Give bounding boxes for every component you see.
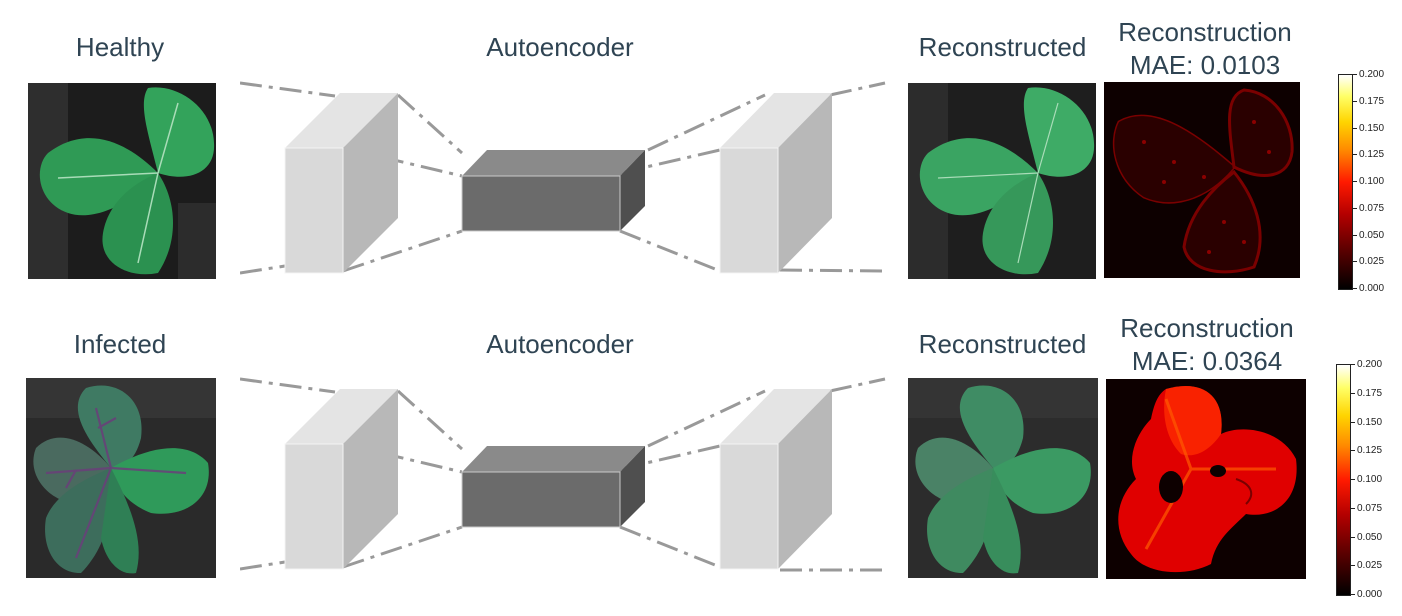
reconstructed-infected-image xyxy=(908,378,1098,578)
tick-label: 0.050 xyxy=(1351,533,1382,543)
reconstructed-healthy-image xyxy=(908,83,1096,279)
autoencoder-diagram xyxy=(240,81,886,275)
tick-label: 0.125 xyxy=(1353,150,1384,160)
reconstructed-label: Reconstructed xyxy=(918,329,1087,359)
tick-label: 0.000 xyxy=(1351,590,1382,600)
tick-label: 0.025 xyxy=(1353,257,1384,267)
latent-block xyxy=(461,150,645,232)
colorbar-bottom: 0.200 0.175 0.150 0.125 0.100 0.075 0.05… xyxy=(1336,360,1398,600)
mae-value: MAE: 0.0364 xyxy=(1131,346,1283,376)
reconstruction-title: Reconstruction xyxy=(1120,313,1294,343)
tick-label: 0.025 xyxy=(1351,561,1382,571)
tick-label: 0.100 xyxy=(1351,475,1382,485)
tick-label: 0.000 xyxy=(1353,284,1384,294)
tick-label: 0.200 xyxy=(1353,70,1384,80)
autoencoder-label: Autoencoder xyxy=(486,32,634,62)
tick-label: 0.150 xyxy=(1353,124,1384,134)
colorbar-gradient xyxy=(1338,74,1353,290)
tick-label: 0.050 xyxy=(1353,231,1384,241)
tick-label: 0.175 xyxy=(1351,389,1382,399)
healthy-label: Healthy xyxy=(75,32,165,62)
autoencoder-diagram xyxy=(240,377,886,572)
tick-label: 0.100 xyxy=(1353,177,1384,187)
infected-label: Infected xyxy=(73,329,167,359)
decoder-block xyxy=(719,93,832,274)
infected-leaf-image xyxy=(26,378,216,578)
healthy-leaf-image xyxy=(28,83,216,279)
tick-label: 0.175 xyxy=(1353,97,1384,107)
tick-label: 0.075 xyxy=(1351,504,1382,514)
encoder-block xyxy=(284,389,398,570)
tick-label: 0.150 xyxy=(1351,418,1382,428)
tick-label: 0.125 xyxy=(1351,446,1382,456)
decoder-block xyxy=(719,389,832,570)
reconstruction-title: Reconstruction xyxy=(1118,17,1292,47)
colorbar-gradient xyxy=(1336,364,1351,596)
encoder-block xyxy=(284,93,398,274)
reconstructed-label: Reconstructed xyxy=(918,32,1087,62)
tick-label: 0.200 xyxy=(1351,360,1382,370)
latent-block xyxy=(461,446,645,528)
colorbar-top: 0.200 0.175 0.150 0.125 0.100 0.075 0.05… xyxy=(1338,70,1398,294)
autoencoder-label: Autoencoder xyxy=(486,329,634,359)
error-map-infected xyxy=(1106,379,1306,579)
error-map-healthy xyxy=(1104,82,1300,278)
mae-value: MAE: 0.0103 xyxy=(1129,50,1281,80)
tick-label: 0.075 xyxy=(1353,204,1384,214)
